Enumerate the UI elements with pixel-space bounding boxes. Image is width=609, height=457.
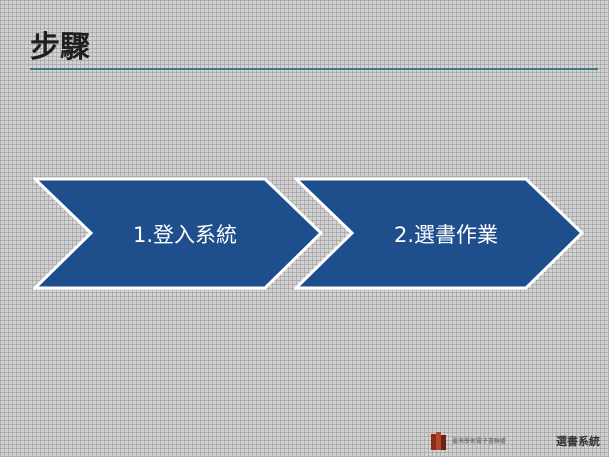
logo-system-text: 選書系統 — [556, 435, 600, 448]
slide-title: 步驟 — [30, 30, 90, 65]
step-1-label: 1.登入系統 — [132, 222, 238, 247]
title-divider — [30, 68, 598, 70]
chevron-arrow-icon — [294, 177, 584, 290]
chevron-arrow-icon — [33, 177, 323, 290]
step-1-chevron: 1.登入系統 — [33, 177, 323, 290]
book-stack-icon — [431, 432, 446, 450]
step-2-label: 2.選書作業 — [393, 222, 499, 247]
step-2-chevron: 2.選書作業 — [294, 177, 584, 290]
logo-org-text: 臺灣學術電子書聯盟 — [452, 437, 507, 445]
footer-logo: 臺灣學術電子書聯盟 選書系統 — [430, 430, 600, 452]
